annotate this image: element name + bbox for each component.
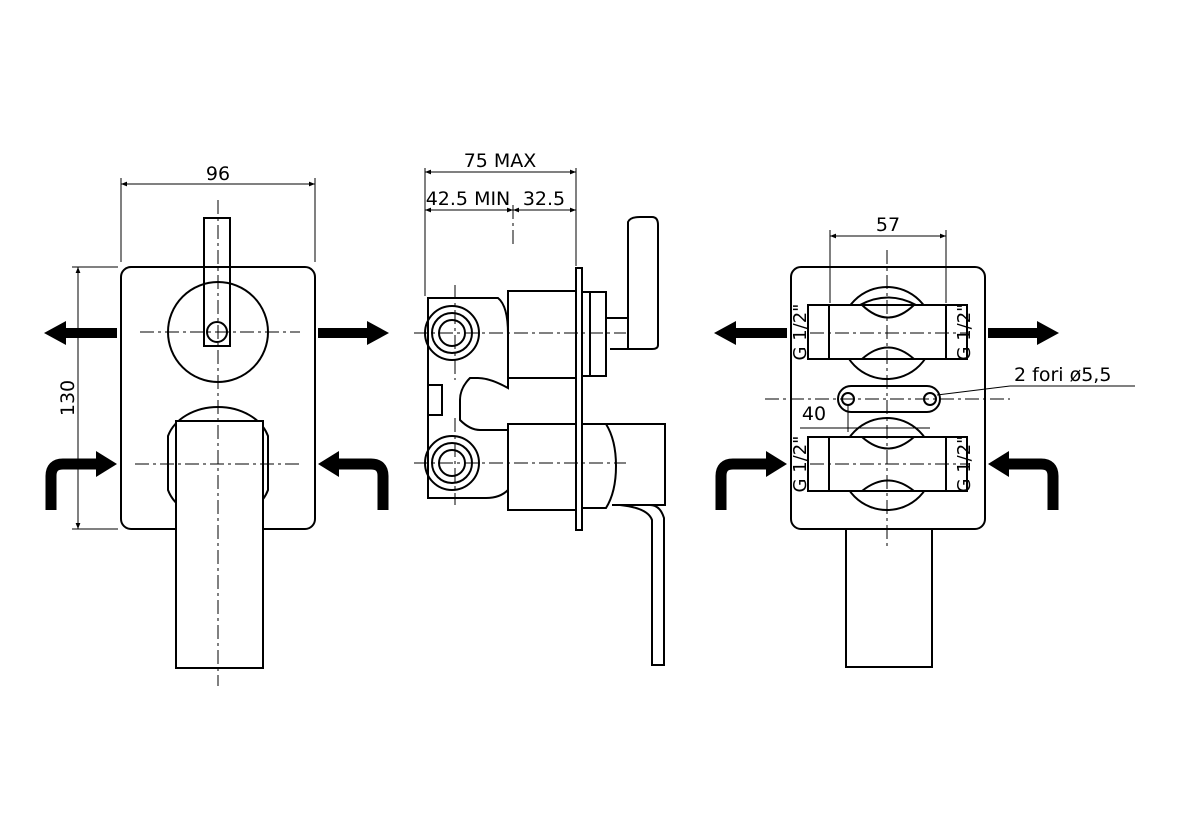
- back-inlet-arrow-left: [715, 458, 768, 510]
- outlet-arrow-left: [44, 321, 117, 345]
- front-width-dim: 96: [206, 163, 230, 185]
- thread-label-ll: G 1/2": [790, 436, 811, 493]
- side-view: 75 MAX 42.5 MIN 32.5: [414, 150, 666, 666]
- side-min-dim: 42.5 MIN: [426, 188, 511, 210]
- lower-cartridge: [507, 423, 577, 511]
- thread-label-ul: G 1/2": [790, 304, 811, 361]
- front-height-dim: 130: [57, 380, 79, 416]
- back-outlet-arrow-right: [988, 321, 1059, 345]
- thread-label-ur: G 1/2": [954, 304, 975, 361]
- side-max-dim: 75 MAX: [464, 150, 537, 172]
- inlet-arrow-left: [45, 458, 98, 510]
- diverter-handle: [203, 217, 231, 347]
- front-view: 96 130: [44, 163, 389, 686]
- mount-holes-note: 2 fori ø5,5: [1014, 364, 1111, 386]
- valve-body: [427, 297, 509, 499]
- side-offset-dim: 32.5: [523, 188, 565, 210]
- back-view: G 1/2" G 1/2" G 1/2" G 1/2" 57 40 2 fori…: [714, 214, 1135, 668]
- back-spacing-dim: 57: [876, 214, 900, 236]
- inlet-arrow-right: [336, 458, 389, 510]
- diverter-lever-side: [606, 216, 659, 350]
- side-plate: [575, 267, 583, 531]
- back-lever: [845, 528, 933, 668]
- main-lever-side: [606, 423, 666, 506]
- back-inlet-arrow-right: [1006, 458, 1059, 510]
- lever-handle: [175, 420, 264, 669]
- upper-cartridge: [507, 290, 577, 379]
- mount-spacing-dim: 40: [802, 403, 826, 425]
- back-outlet-arrow-left: [714, 321, 787, 345]
- outlet-arrow-right: [318, 321, 389, 345]
